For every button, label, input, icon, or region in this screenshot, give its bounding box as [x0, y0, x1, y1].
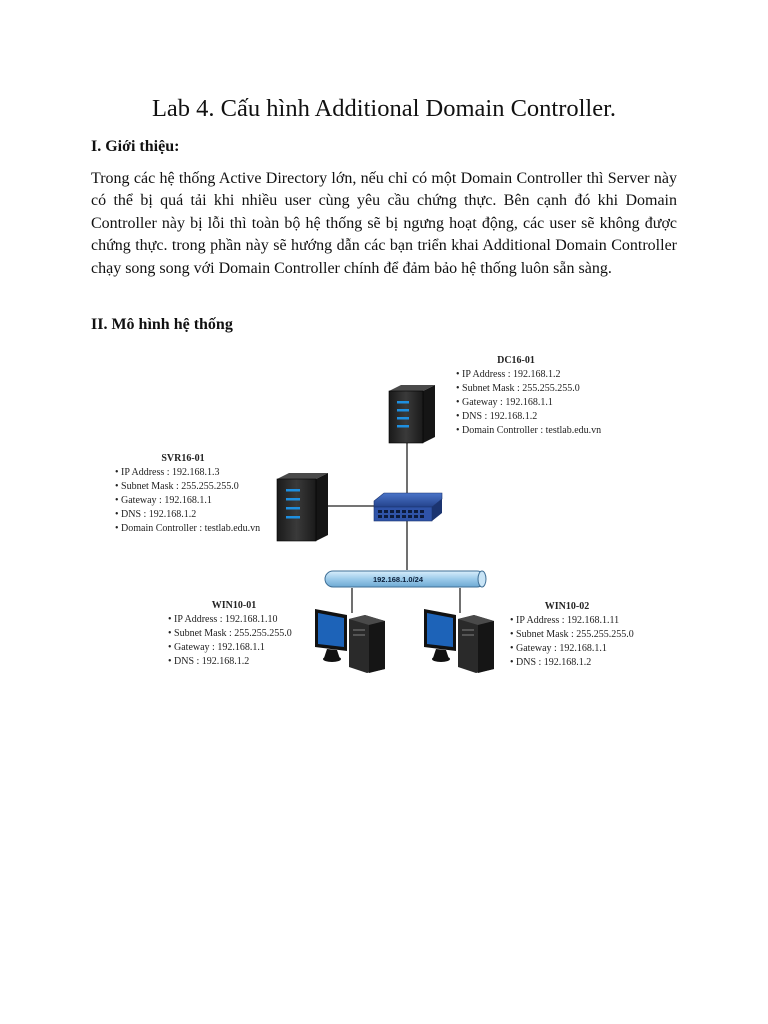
win2-dns: • DNS : 192.168.1.2: [510, 657, 591, 668]
svr-name: SVR16-01: [161, 453, 204, 464]
dc-dns: • DNS : 192.168.1.2: [456, 411, 537, 422]
win2-computer-icon: [424, 609, 494, 673]
win1-ip: • IP Address : 192.168.1.10: [168, 614, 278, 625]
network-links: [328, 443, 461, 613]
network-diagram: 192.168.1.0/24 DC16-: [115, 355, 634, 673]
svr-domain: • Domain Controller : testlab.edu.vn: [115, 523, 260, 534]
win2-subnet: • Subnet Mask : 255.255.255.0: [510, 629, 634, 640]
win2-info-block: WIN10-02 • IP Address : 192.168.1.11 • S…: [510, 601, 634, 668]
svr-ip: • IP Address : 192.168.1.3: [115, 467, 220, 478]
win2-ip: • IP Address : 192.168.1.11: [510, 615, 619, 626]
svr-info-block: SVR16-01 • IP Address : 192.168.1.3 • Su…: [115, 453, 260, 534]
win1-info-block: WIN10-01 • IP Address : 192.168.1.10 • S…: [168, 600, 292, 667]
network-switch-icon: [373, 492, 443, 522]
dc-ip: • IP Address : 192.168.1.2: [456, 369, 561, 380]
dc-name: DC16-01: [497, 355, 535, 366]
dc-subnet: • Subnet Mask : 255.255.255.0: [456, 383, 580, 394]
section-heading-system-model: II. Mô hình hệ thống: [91, 316, 233, 333]
network-bus: 192.168.1.0/24: [324, 570, 487, 588]
dc-server-icon: [388, 385, 435, 444]
svr-server-icon: [276, 473, 328, 542]
win2-gateway: • Gateway : 192.168.1.1: [510, 643, 607, 654]
network-label: 192.168.1.0/24: [373, 575, 424, 584]
svr-subnet: • Subnet Mask : 255.255.255.0: [115, 481, 239, 492]
page-title: Lab 4. Cấu hình Additional Domain Contro…: [151, 95, 617, 122]
svr-dns: • DNS : 192.168.1.2: [115, 509, 196, 520]
intro-paragraph: Trong các hệ thống Active Directory lớn,…: [91, 170, 677, 277]
svr-gateway: • Gateway : 192.168.1.1: [115, 495, 212, 506]
win1-computer-icon: [315, 609, 385, 673]
section-heading-intro: I. Giới thiệu:: [91, 138, 180, 155]
win1-name: WIN10-01: [212, 600, 256, 611]
dc-info-block: DC16-01 • IP Address : 192.168.1.2 • Sub…: [456, 355, 601, 436]
dc-gateway: • Gateway : 192.168.1.1: [456, 397, 553, 408]
win1-subnet: • Subnet Mask : 255.255.255.0: [168, 628, 292, 639]
win1-gateway: • Gateway : 192.168.1.1: [168, 642, 265, 653]
dc-domain: • Domain Controller : testlab.edu.vn: [456, 425, 601, 436]
win2-name: WIN10-02: [545, 601, 589, 612]
win1-dns: • DNS : 192.168.1.2: [168, 656, 249, 667]
